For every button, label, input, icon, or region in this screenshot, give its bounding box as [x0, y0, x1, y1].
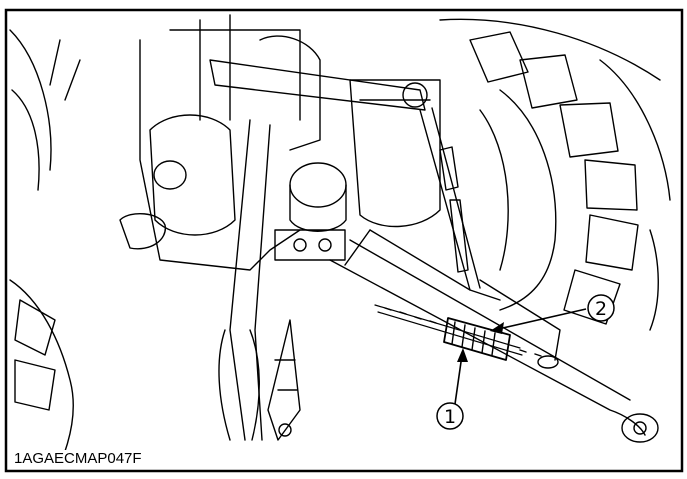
- rear-housing-illustration: [119, 14, 441, 271]
- left-link-illustration: [218, 119, 301, 441]
- callout-1-leader: [454, 354, 463, 405]
- figure-code-label: 1AGAECMAP047F: [12, 450, 144, 468]
- callout-2-number: 2: [595, 298, 607, 320]
- callout-1-circle: [436, 402, 464, 430]
- callout-1: 1: [436, 348, 468, 430]
- check-chain-illustration: [374, 304, 542, 357]
- rear-tire-illustration: [439, 18, 671, 331]
- callout-2-circle: [587, 294, 615, 322]
- lower-link-illustration: [329, 229, 659, 443]
- turnbuckle-illustration: [443, 317, 511, 361]
- callout-2-arrowhead: [490, 322, 504, 334]
- left-tire-illustration: [9, 29, 81, 466]
- callout-1-arrowhead: [457, 348, 468, 362]
- callout-2: 2: [490, 294, 615, 334]
- figure-border: [4, 8, 684, 473]
- callout-2-leader: [493, 308, 587, 331]
- lift-rod-illustration: [209, 59, 481, 291]
- callout-1-number: 1: [444, 406, 456, 428]
